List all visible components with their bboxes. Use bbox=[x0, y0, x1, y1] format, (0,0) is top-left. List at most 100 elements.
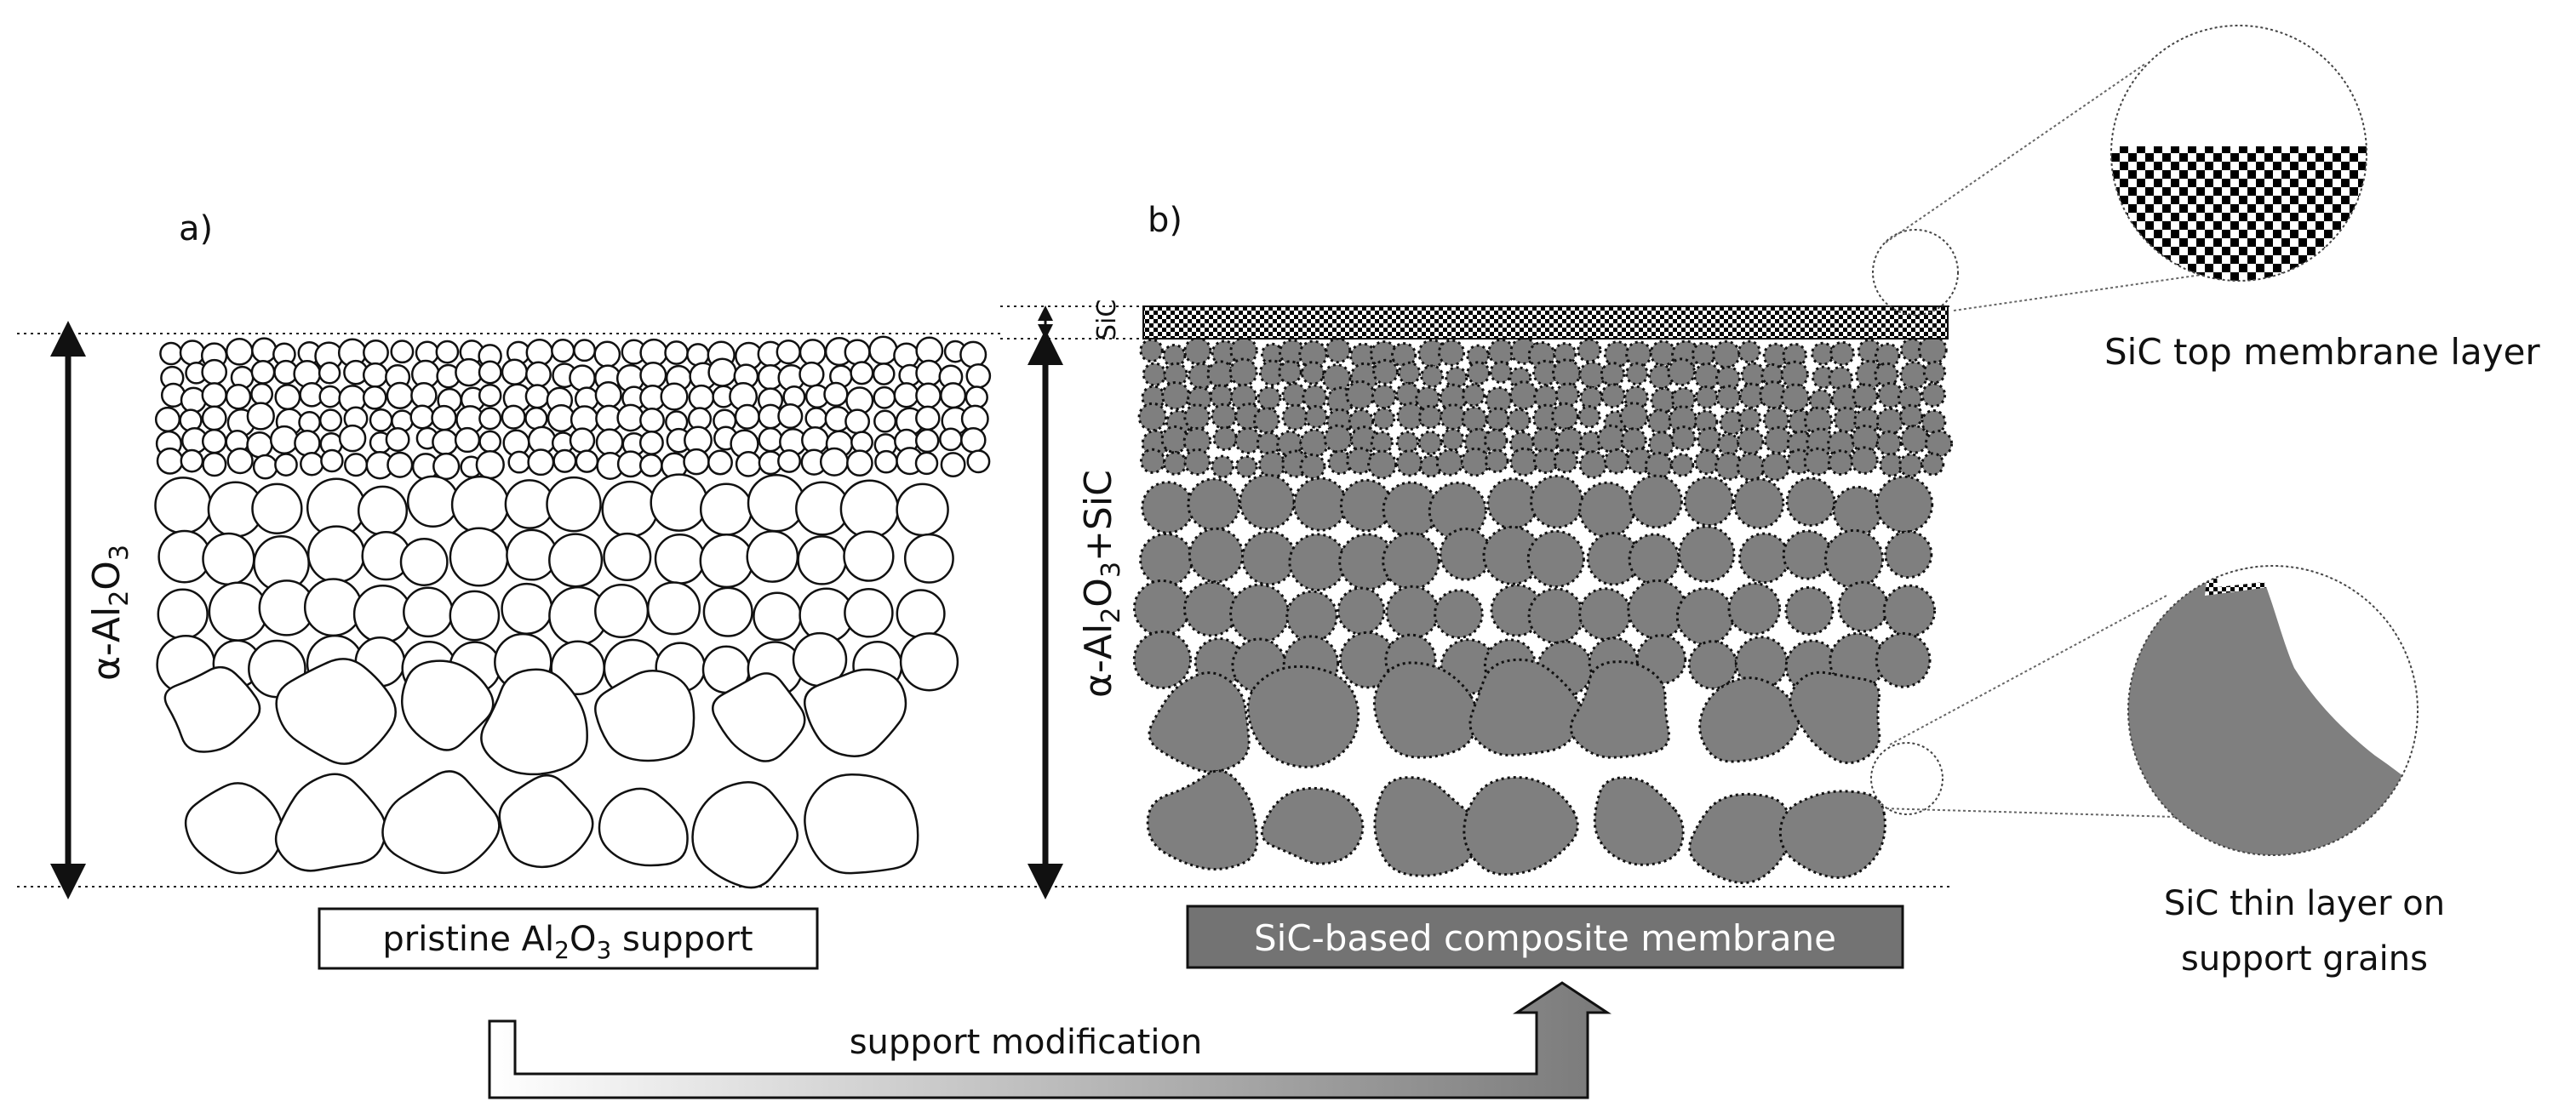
grain-particle bbox=[1551, 402, 1579, 431]
grain-particle bbox=[1462, 383, 1486, 408]
grain-particle bbox=[1898, 453, 1924, 478]
grain-particle bbox=[455, 357, 484, 387]
grain-particle bbox=[914, 451, 939, 476]
grain-particle bbox=[1667, 357, 1696, 387]
grain-particle bbox=[1372, 358, 1399, 385]
grain-particle bbox=[1627, 579, 1688, 640]
grain-particle bbox=[369, 408, 393, 432]
grain-particle bbox=[432, 452, 461, 481]
grain-particle bbox=[1417, 430, 1443, 455]
grain-particle bbox=[1922, 360, 1947, 385]
grain-particle bbox=[1437, 339, 1466, 367]
grain-particle bbox=[225, 383, 252, 410]
grain-particle bbox=[201, 428, 227, 454]
grain-particle bbox=[1629, 474, 1683, 529]
grain-particle bbox=[569, 427, 596, 454]
grain-particle bbox=[914, 428, 940, 454]
grain-particle bbox=[546, 476, 602, 533]
grain-particle bbox=[478, 360, 502, 385]
support-modification-arrow bbox=[488, 981, 1611, 1099]
grain-particle bbox=[804, 407, 828, 430]
alumina-grain-structure bbox=[154, 335, 992, 889]
grain-particle bbox=[449, 527, 509, 587]
grain-particle bbox=[156, 447, 184, 475]
grain-particle bbox=[225, 337, 254, 366]
grain-particle bbox=[638, 430, 664, 455]
grain-particle bbox=[1837, 580, 1890, 633]
grain-particle bbox=[1530, 475, 1584, 529]
grain-particle bbox=[959, 340, 987, 368]
grain-particle bbox=[639, 361, 667, 390]
grain-particle bbox=[525, 361, 552, 388]
grain-particle bbox=[965, 385, 988, 409]
coarse-grain bbox=[1569, 660, 1670, 759]
grain-particle bbox=[707, 449, 733, 476]
coarse-grain bbox=[1593, 776, 1685, 866]
coarse-grain bbox=[691, 781, 799, 889]
grain-particle bbox=[1304, 404, 1329, 429]
grain-particle bbox=[1852, 383, 1879, 410]
grain-particle bbox=[1647, 431, 1675, 458]
grain-particle bbox=[893, 342, 920, 369]
grain-particle bbox=[524, 406, 548, 431]
grain-particle bbox=[1288, 533, 1347, 592]
grain-particle bbox=[1687, 640, 1738, 690]
grain-particle bbox=[1526, 529, 1585, 589]
grain-particle bbox=[449, 590, 501, 642]
grain-particle bbox=[1371, 384, 1397, 410]
grain-particle bbox=[1875, 430, 1903, 457]
grain-particle bbox=[1299, 428, 1330, 459]
grain-particle bbox=[294, 430, 321, 457]
grain-particle bbox=[318, 385, 342, 408]
grain-particle bbox=[664, 340, 689, 365]
grain-particle bbox=[524, 384, 550, 409]
grain-particle bbox=[1875, 631, 1932, 688]
grain-particle bbox=[1234, 455, 1258, 478]
grain-particle bbox=[352, 585, 413, 644]
coarse-grain bbox=[275, 658, 397, 765]
coarse-grain bbox=[598, 787, 689, 867]
grain-particle bbox=[410, 382, 438, 409]
grain-particle bbox=[1694, 385, 1719, 409]
grain-particle bbox=[573, 339, 597, 362]
grain-particle bbox=[250, 360, 276, 385]
grain-particle bbox=[320, 448, 344, 473]
zoom-line-top-2 bbox=[1953, 270, 2231, 311]
grain-particle bbox=[1785, 477, 1836, 528]
grain-particle bbox=[1211, 454, 1234, 479]
alumina-axis-label-a: α-Al2O3 bbox=[85, 545, 135, 681]
grain-particle bbox=[1803, 406, 1834, 436]
grain-particle bbox=[298, 410, 321, 434]
grain-particle bbox=[1183, 580, 1239, 637]
grain-particle bbox=[746, 530, 799, 583]
grain-particle bbox=[274, 453, 298, 477]
grain-particle bbox=[344, 453, 369, 477]
coarse-grain bbox=[1372, 661, 1479, 759]
grain-particle bbox=[1509, 447, 1539, 477]
grain-particle bbox=[1466, 344, 1490, 368]
grain-particle bbox=[1489, 360, 1513, 385]
grain-particle bbox=[688, 384, 715, 411]
grain-particle bbox=[1600, 362, 1626, 387]
grain-particle bbox=[1137, 402, 1168, 432]
grain-particle bbox=[1827, 430, 1856, 459]
grain-particle bbox=[201, 382, 227, 408]
grain-particle bbox=[1418, 404, 1443, 430]
grain-particle bbox=[1803, 447, 1833, 477]
grain-particle bbox=[1716, 432, 1741, 456]
grain-particle bbox=[435, 340, 460, 364]
grain-particle bbox=[1696, 426, 1723, 453]
sic-top-label: SiC bbox=[1092, 300, 1122, 340]
panel-a-tag: a) bbox=[179, 209, 213, 248]
grain-particle bbox=[1420, 364, 1445, 389]
grain-particle bbox=[1900, 425, 1930, 454]
grain-particle bbox=[1370, 431, 1394, 454]
grain-particle bbox=[1625, 362, 1649, 386]
grain-particle bbox=[552, 448, 577, 473]
grain-particle bbox=[654, 533, 706, 585]
grain-particle bbox=[1917, 334, 1948, 365]
coarse-grain bbox=[498, 773, 594, 869]
grain-particle bbox=[686, 343, 710, 367]
support-modification-label: support modification bbox=[850, 1023, 1203, 1062]
grain-particle bbox=[390, 340, 415, 364]
